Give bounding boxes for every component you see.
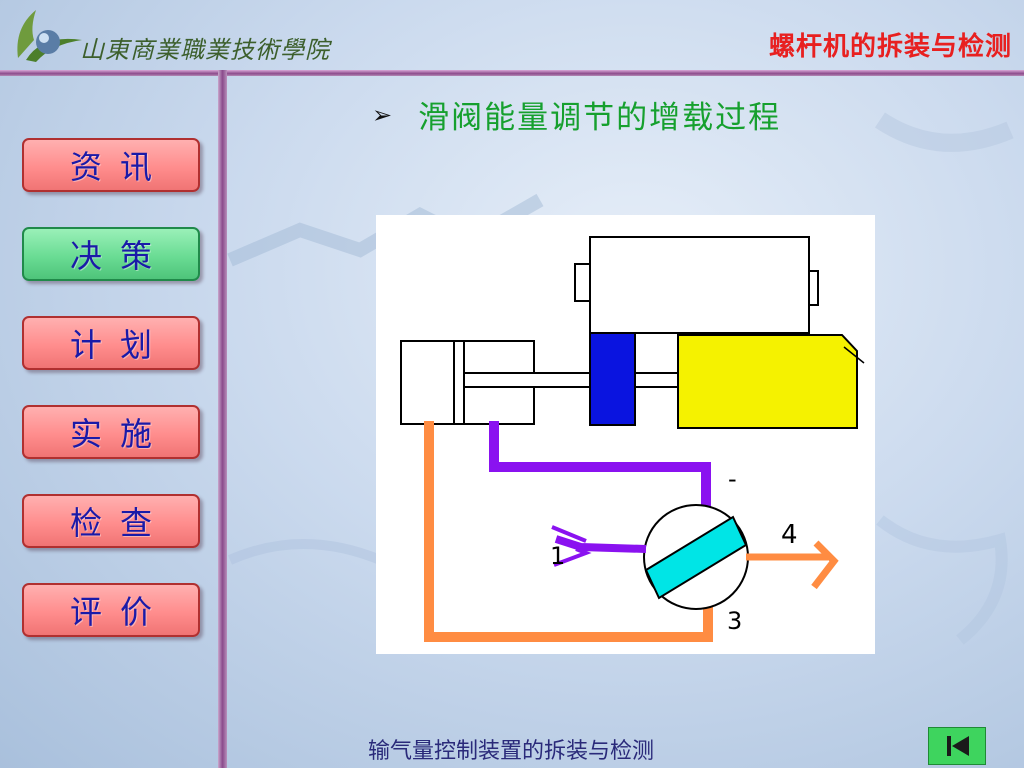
course-title: 螺杆机的拆装与检测 [768,32,1012,62]
sidebar-nav: 资讯 决策 计划 实施 检查 评价 [22,138,204,672]
outlet-arrow [746,540,839,590]
label-port-3: 3 [727,607,742,635]
skip-back-icon [947,736,969,756]
label-port-1: 1 [550,542,565,570]
footer-title: 输气量控制装置的拆装与检测 [368,739,655,764]
nav-label: 决策 [69,237,170,275]
label-top-mark: - [728,465,737,493]
school-name: 山東商業職業技術學院 [80,36,330,64]
compressor-housing [589,236,810,334]
back-button[interactable] [928,727,986,765]
slide-valve-diagram: - 1 4 3 [376,215,875,654]
nav-button-decision[interactable]: 决策 [22,227,200,281]
orange-oil-line [424,421,713,642]
purple-oil-line [489,421,711,507]
nav-button-evaluate[interactable]: 评价 [22,583,200,637]
piston-rod [463,372,679,388]
nav-label: 资讯 [69,148,170,186]
header: 山東商業職業技術學院 螺杆机的拆装与检测 [0,0,1024,72]
nav-button-info[interactable]: 资讯 [22,138,200,192]
header-divider [0,70,1024,76]
nav-button-implement[interactable]: 实施 [22,405,200,459]
slide-valve [677,334,858,429]
diagram-svg: - 1 4 3 [400,236,865,642]
housing-tab-left [574,263,591,302]
heading-text: 滑阀能量调节的增载过程 [418,100,782,136]
nav-label: 计划 [69,326,170,364]
inlet-pipe [554,535,647,553]
housing-tab-right [808,270,819,306]
valve-rotor [644,515,748,600]
school-logo [17,10,82,62]
nav-button-check[interactable]: 检查 [22,494,200,548]
piston [589,332,636,426]
nav-label: 实施 [69,415,170,453]
arrow-bullet-icon: ➢ [372,100,393,129]
label-port-4: 4 [781,520,798,550]
nav-label: 评价 [69,593,170,631]
nav-label: 检查 [69,504,170,542]
nav-button-plan[interactable]: 计划 [22,316,200,370]
slide-heading: ➢ 滑阀能量调节的增载过程 [372,92,781,137]
sidebar-divider [218,70,227,768]
